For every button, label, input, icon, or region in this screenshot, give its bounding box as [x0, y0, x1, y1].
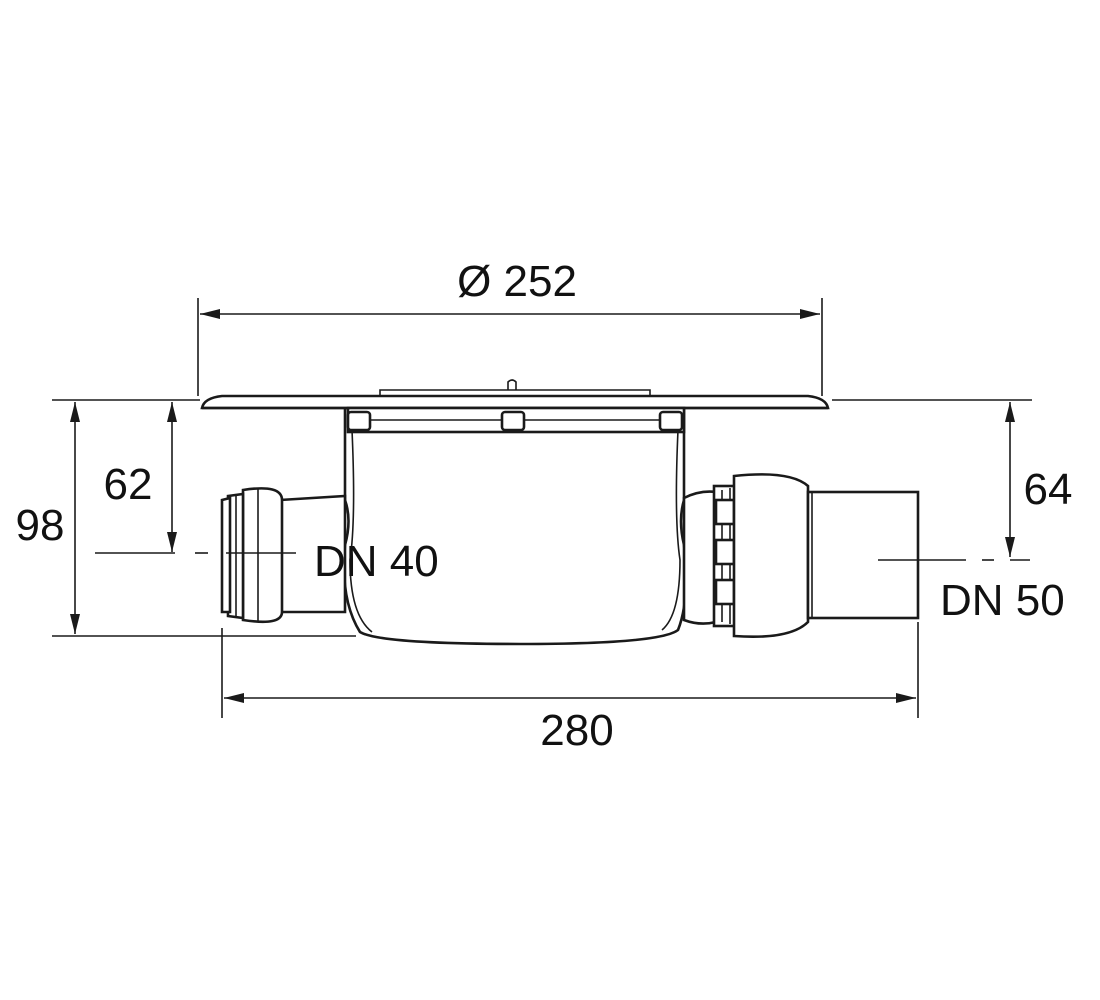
- right-outlet-height-label: 64: [1024, 465, 1073, 514]
- right-outlet: [682, 473, 920, 638]
- dimension-left-outlet-height: 62: [95, 402, 296, 554]
- left-outlet-label: DN 40: [314, 537, 439, 586]
- dimension-total-length: 280: [221, 622, 919, 755]
- total-height-label: 98: [16, 501, 65, 550]
- total-length-label: 280: [540, 706, 613, 755]
- dimension-flange-diameter: Ø 252: [197, 257, 823, 396]
- dimension-total-height: 98: [16, 399, 356, 637]
- dimension-right-outlet-height: 64: [832, 399, 1073, 561]
- right-outlet-label: DN 50: [940, 576, 1065, 625]
- drain-body: [200, 379, 830, 646]
- left-outlet: [220, 487, 347, 624]
- left-outlet-height-label: 62: [104, 460, 153, 509]
- flange-diameter-label: Ø 252: [457, 257, 577, 306]
